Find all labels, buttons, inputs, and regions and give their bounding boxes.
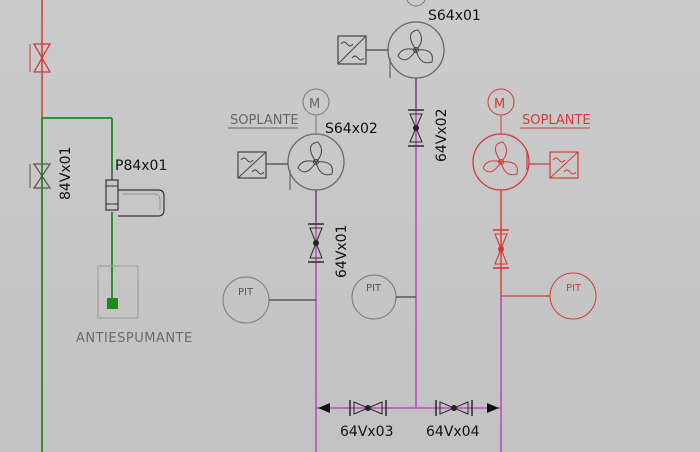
motor-right-icon[interactable]: M xyxy=(487,88,515,134)
valve-right-red-icon[interactable] xyxy=(493,229,509,269)
pit-middle-icon[interactable] xyxy=(351,274,416,320)
valve-84vx01-icon[interactable] xyxy=(29,163,52,189)
vfd-top-icon[interactable] xyxy=(337,35,388,65)
svg-text:M: M xyxy=(494,97,505,112)
valve-icon[interactable] xyxy=(29,43,52,73)
valve-64vx01-tag: 64Vx01 xyxy=(334,225,350,279)
valve-64vx01-icon[interactable] xyxy=(308,223,324,263)
pit-left-icon[interactable] xyxy=(222,276,316,324)
pump-tag: P84x01 xyxy=(115,158,167,174)
vfd-left-icon[interactable] xyxy=(237,151,288,179)
fan-right-icon[interactable] xyxy=(472,133,530,191)
arrow-right-icon xyxy=(487,403,499,413)
fan-s64x02-tag: S64x02 xyxy=(325,121,378,137)
motor-left-icon[interactable]: M xyxy=(302,88,330,134)
soplante-left-label: SOPLANTE xyxy=(230,113,299,128)
valve-64vx03-tag: 64Vx03 xyxy=(340,424,394,440)
valve-64vx04-tag: 64Vx04 xyxy=(426,424,480,440)
pump-icon[interactable] xyxy=(105,172,165,217)
fan-s64x01-tag: S64x01 xyxy=(428,8,481,24)
pit-middle-label: PIT xyxy=(366,283,382,294)
svg-text:M: M xyxy=(309,97,320,112)
soplante-right-label: SOPLANTE xyxy=(522,113,591,128)
motor-top-icon xyxy=(406,0,426,7)
antiespumante-label: ANTIESPUMANTE xyxy=(76,331,193,346)
antifoam-tank-icon[interactable] xyxy=(97,265,139,319)
arrow-left-icon xyxy=(318,403,330,413)
vfd-right-icon[interactable] xyxy=(529,151,579,179)
fan-s64x01-icon[interactable] xyxy=(387,21,445,79)
valve-64vx04-icon[interactable] xyxy=(435,400,473,416)
pit-right-label: PIT xyxy=(566,283,582,294)
valve-64vx02-tag: 64Vx02 xyxy=(434,109,450,163)
pit-left-label: PIT xyxy=(238,287,254,298)
pit-right-icon[interactable] xyxy=(501,272,597,320)
valve-84vx01-tag: 84Vx01 xyxy=(58,147,74,201)
valve-64vx02-icon[interactable] xyxy=(408,109,424,147)
valve-64vx03-icon[interactable] xyxy=(349,400,387,416)
fan-s64x02-icon[interactable] xyxy=(287,133,345,191)
